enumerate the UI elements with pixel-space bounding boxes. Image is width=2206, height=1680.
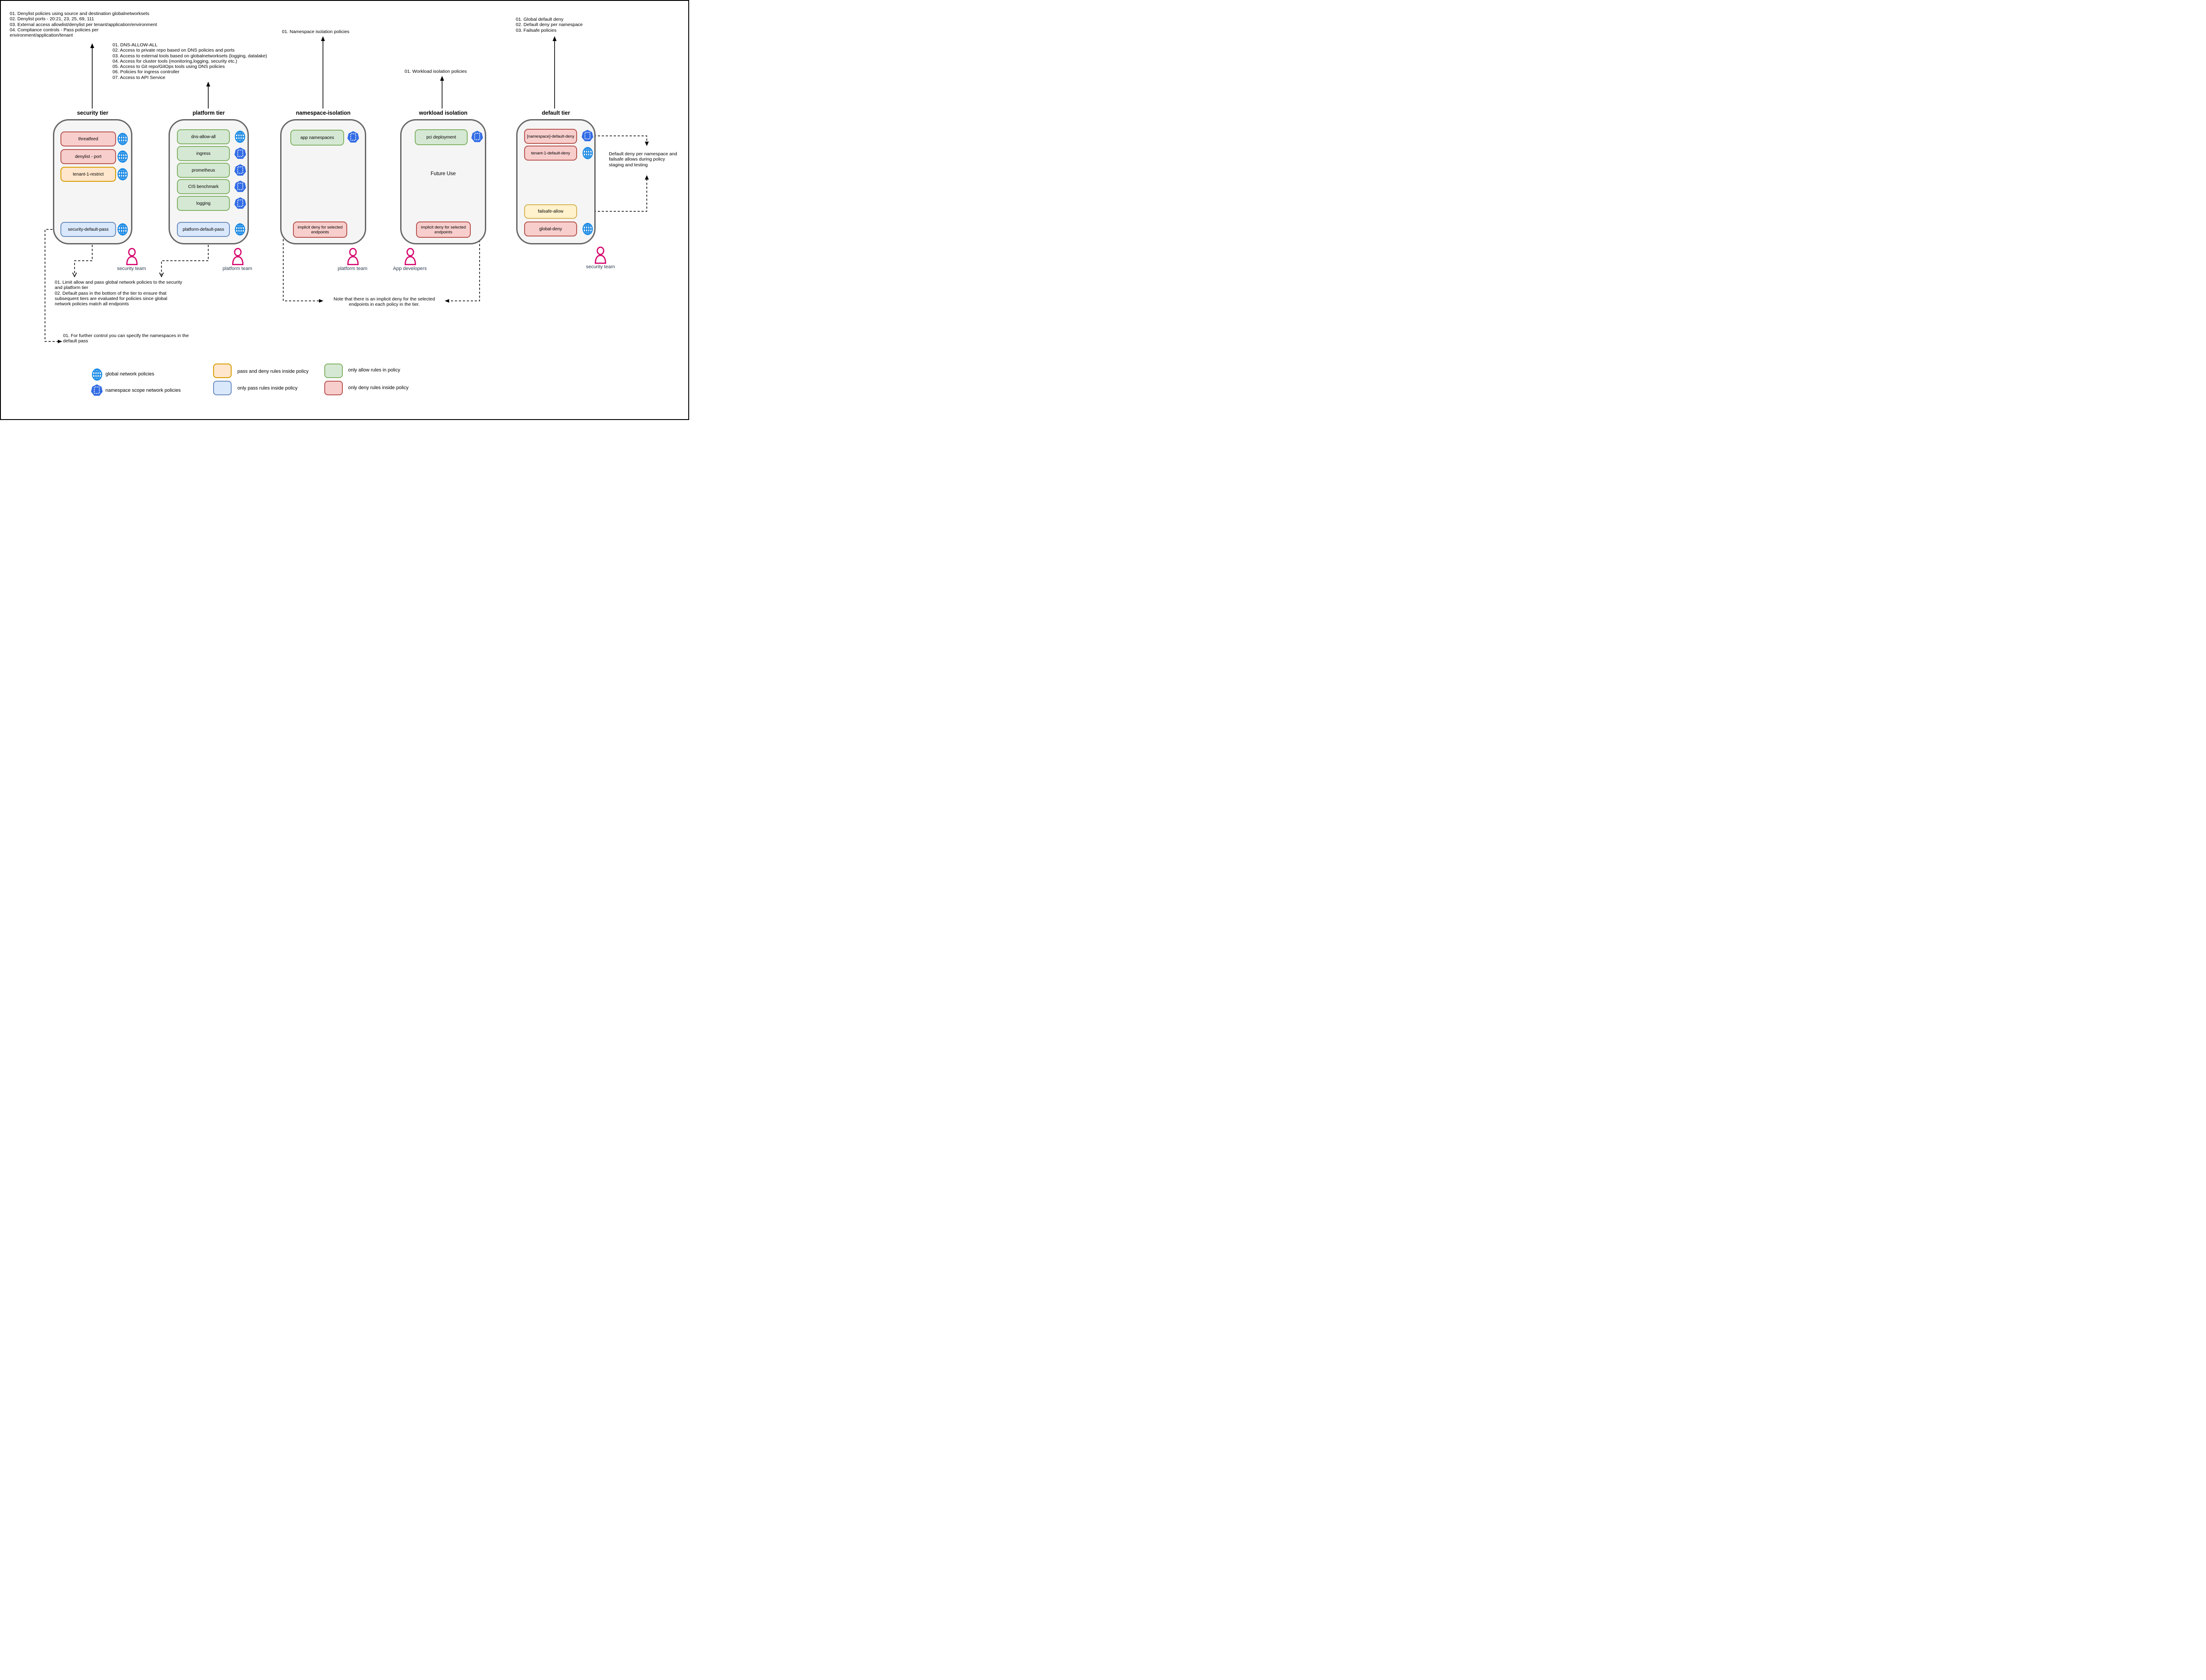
policy-ns-implicit-deny: implicit deny for selected endpoints: [293, 221, 347, 238]
person-icon: [125, 248, 139, 266]
person-icon: [231, 248, 244, 266]
globe-icon: [582, 223, 593, 235]
person-icon: [404, 248, 417, 266]
policy-platform-default-pass: platform-default-pass: [177, 222, 230, 237]
namespace-scope-icon: [234, 197, 246, 210]
namespace-scope-icon: [91, 384, 103, 397]
globe-icon: [117, 133, 128, 145]
legend-swatch-pass-deny: [213, 364, 232, 378]
namespace-scope-icon: [234, 164, 246, 176]
workload-tier-title: workload isolation: [419, 110, 468, 116]
team-label-default: security team: [586, 264, 615, 270]
legend-swatch-only-allow: [324, 364, 343, 378]
diagram-canvas: 01. Denylist policies using source and d…: [0, 0, 689, 420]
implicit-deny-note: Note that there is an implicit deny for …: [334, 296, 435, 308]
namespace-scope-icon: [234, 180, 246, 193]
policy-ingress: ingress: [177, 146, 230, 161]
team-label-security: security team: [117, 266, 146, 271]
dashed-failsafe-to-staging-note: [578, 179, 647, 212]
team-label-platform: platform team: [222, 266, 252, 271]
namespace-scope-icon: [471, 130, 483, 143]
future-use-label: Future Use: [431, 171, 456, 176]
namespace-tier-note: 01. Namespace isolation policies: [282, 29, 349, 34]
team-label-workload: App developers: [393, 266, 427, 271]
dashed-security-tier-to-limit-note: [74, 245, 93, 275]
policy-pci-deployment: pci deployment: [415, 129, 468, 145]
policy-prometheus: prometheus: [177, 163, 230, 178]
policy-failsafe-allow: failsafe-allow: [524, 204, 577, 219]
legend-pass-deny-label: pass and deny rules inside policy: [237, 369, 309, 374]
dashed-platform-tier-to-limit-note: [161, 245, 209, 275]
platform-tier-notes: 01. DNS-ALLOW-ALL 02. Access to private …: [113, 42, 267, 80]
policy-denylist-port: denylist - port: [60, 149, 116, 164]
limit-allow-pass-note: 01. Limit allow and pass global network …: [55, 280, 182, 307]
legend-swatch-only-pass: [213, 381, 232, 395]
globe-icon: [117, 223, 128, 236]
policy-tenant-1-restrict: tenant-1-restrict: [60, 167, 116, 182]
policy-security-default-pass: security-default-pass: [60, 222, 116, 237]
namespace-scope-icon: [347, 131, 359, 143]
globe-icon: [92, 368, 102, 381]
policy-namespace-default-deny: [namespace]-default-deny: [524, 129, 577, 144]
staging-note: Default deny per namespace and failsafe …: [609, 151, 677, 168]
policy-workload-implicit-deny: implicit deny for selected endpoints: [416, 221, 471, 238]
security-tier-notes: 01. Denylist policies using source and d…: [10, 11, 157, 38]
security-tier-title: security tier: [77, 110, 109, 116]
default-tier-notes: 01. Global default deny 02. Default deny…: [516, 17, 583, 33]
policy-dns-allow-all: dns-allow-all: [177, 129, 230, 144]
dashed-ns-default-deny-to-staging-note: [594, 135, 647, 142]
policy-tenant-1-default-deny: tenant-1-default-deny: [524, 146, 577, 161]
dashed-security-pass-to-further-control: [45, 229, 60, 342]
legend-swatch-only-deny: [324, 381, 343, 395]
namespace-scope-icon: [234, 147, 246, 160]
platform-tier-title: platform tier: [192, 110, 225, 116]
namespace-tier-title: namespace-isolation: [296, 110, 351, 116]
legend-global-network-policies: global network policies: [105, 371, 154, 377]
namespace-scope-icon: [582, 129, 593, 142]
policy-app-namespaces: app namespaces: [290, 130, 344, 146]
globe-icon: [235, 223, 245, 236]
legend-only-allow-label: only allow rules in policy: [348, 368, 400, 373]
workload-tier-note: 01. Workload isolation policies: [405, 69, 467, 74]
default-tier-title: default tier: [542, 110, 570, 116]
globe-icon: [117, 168, 128, 180]
policy-global-deny: global-deny: [524, 221, 577, 236]
legend-namespace-scope-policies: namespace scope network policies: [105, 388, 181, 393]
globe-icon: [582, 147, 593, 159]
further-control-note: 01. For further control you can specify …: [63, 333, 189, 344]
globe-icon: [235, 131, 245, 143]
team-label-namespace: platform team: [338, 266, 368, 271]
person-icon: [594, 247, 607, 264]
policy-cis-benchmark: CIS benchmark: [177, 179, 230, 194]
policy-logging: logging: [177, 196, 230, 211]
legend-only-pass-label: only pass rules inside policy: [237, 386, 298, 391]
legend-only-deny-label: only deny rules inside policy: [348, 385, 409, 390]
globe-icon: [117, 150, 128, 163]
policy-threatfeed: threatfeed: [60, 131, 116, 146]
person-icon: [346, 248, 360, 266]
